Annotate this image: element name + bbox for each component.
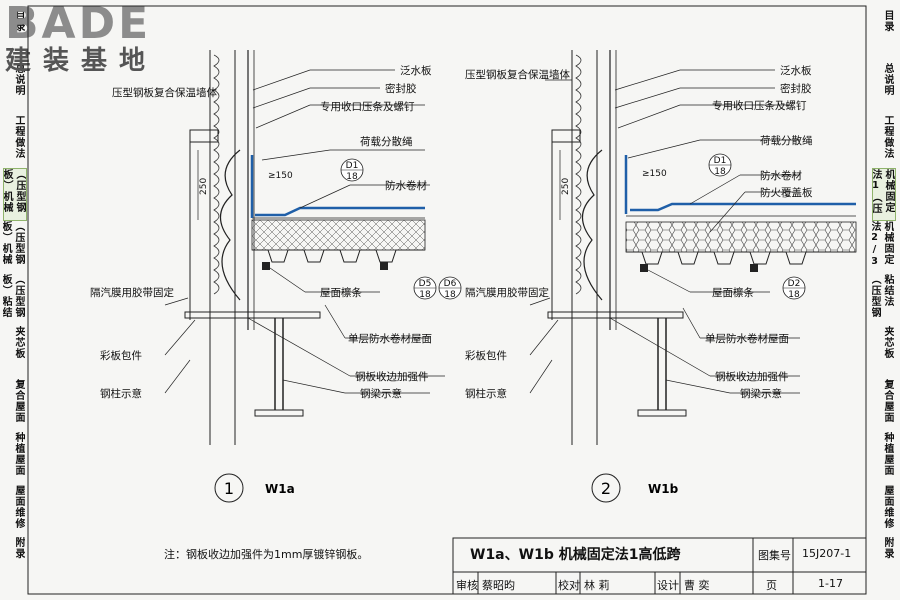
logo-brand: BADE: [5, 0, 152, 49]
right-sidebar-item-6[interactable]: 夹芯板: [882, 326, 893, 360]
label-b-beam: 钢梁示意: [740, 387, 782, 400]
right-sidebar-item-10[interactable]: 附录: [882, 537, 893, 560]
right-sidebar-item-2[interactable]: 工程做法: [882, 115, 893, 160]
dim-min-a: ≥150: [268, 171, 293, 181]
dim-min-b: ≥150: [642, 169, 667, 179]
left-sidebar-item-8[interactable]: 种植屋面: [13, 431, 24, 476]
ref-a1-bottom: 18: [346, 172, 358, 182]
designer-name: 曹 奕: [684, 579, 710, 592]
label-b-column: 钢柱示意: [465, 387, 507, 400]
drawing-note: 注：钢板收边加强件为1mm厚镀锌钢板。: [164, 548, 369, 561]
ref-a2-top: D5: [419, 279, 432, 289]
left-sidebar-item-4[interactable]: （压型钢板）机械固定法2/3: [3, 220, 24, 265]
label-a-wall: 压型钢板复合保温墙体: [112, 86, 217, 99]
check-label: 校对: [558, 579, 580, 592]
detail-a-num: 1: [224, 479, 234, 498]
dim-height-a: 250: [199, 178, 209, 195]
label-b-board: 防火覆盖板: [760, 186, 813, 199]
label-b-sealant: 密封胶: [780, 82, 812, 95]
label-a-vapor: 隔汽膜用胶带固定: [90, 286, 174, 299]
label-a-membrane: 防水卷材: [385, 179, 427, 192]
right-sidebar-item-1[interactable]: 总说明: [882, 62, 893, 96]
left-sidebar-item-1[interactable]: 总说明: [13, 62, 24, 96]
reviewer-name: 蔡昭昀: [482, 579, 515, 592]
left-sidebar-item-10[interactable]: 附录: [13, 537, 24, 560]
label-a-flashing: 泛水板: [400, 64, 432, 77]
left-sidebar-item-3[interactable]: （压型钢板）机械固定法1: [3, 168, 27, 221]
drawing-title: W1a、W1b 机械固定法1高低跨: [470, 547, 681, 563]
label-b-edge: 钢板收边加强件: [715, 370, 789, 383]
label-a-roof: 单层防水卷材屋面: [348, 332, 432, 345]
detail-b-num: 2: [601, 479, 611, 498]
label-a-rope: 荷载分散绳: [360, 135, 413, 148]
right-sidebar-item-5[interactable]: 粘结法（压型钢板）: [872, 273, 893, 318]
checker-name: 林 莉: [584, 579, 610, 592]
detail-a-code: W1a: [265, 482, 295, 496]
label-b-cladding: 彩板包件: [465, 349, 507, 362]
label-b-rope: 荷载分散绳: [760, 134, 813, 147]
ref-b2-bottom: 18: [788, 290, 800, 300]
page-label: 页: [766, 579, 777, 592]
left-sidebar-item-0[interactable]: 目录: [13, 10, 24, 32]
right-sidebar-item-4[interactable]: 机械固定法2/3（压型钢板）: [872, 220, 893, 268]
right-sidebar-item-7[interactable]: 复合屋面: [882, 379, 893, 424]
page-number: 1-17: [818, 577, 843, 590]
right-sidebar-item-8[interactable]: 种植屋面: [882, 431, 893, 476]
label-a-sealant: 密封胶: [385, 82, 417, 95]
detail-b-code: W1b: [648, 482, 679, 496]
label-b-wall: 压型钢板复合保温墙体: [465, 68, 570, 81]
ref-a3-bottom: 18: [444, 290, 456, 300]
ref-a2-bottom: 18: [419, 290, 431, 300]
detail-w1a: 250 ≥150 D1 18: [90, 50, 462, 503]
atlas-number: 15J207-1: [802, 547, 852, 560]
label-b-strip: 专用收口压条及螺钉: [712, 99, 807, 112]
label-a-beam: 钢梁示意: [360, 387, 402, 400]
label-b-membrane: 防水卷材: [760, 169, 802, 182]
label-a-edge: 钢板收边加强件: [355, 370, 429, 383]
label-a-purlin: 屋面檩条: [320, 286, 362, 299]
label-a-strip: 专用收口压条及螺钉: [320, 100, 415, 113]
design-label: 设计: [657, 579, 679, 592]
left-sidebar-item-5[interactable]: （压型钢板）粘结法: [3, 273, 24, 318]
right-sidebar-item-0[interactable]: 目录: [882, 10, 893, 32]
left-sidebar-item-9[interactable]: 屋面维修: [13, 484, 24, 529]
ref-a1-top: D1: [346, 161, 359, 171]
label-b-flashing: 泛水板: [780, 64, 812, 77]
review-label: 审核: [456, 579, 478, 592]
detail-w1b: 250 ≥150 D1 18: [465, 50, 857, 503]
ref-a3-top: D6: [444, 279, 457, 289]
ref-b1-bottom: 18: [714, 167, 726, 177]
label-b-vapor: 隔汽膜用胶带固定: [465, 286, 549, 299]
atlas-label: 图集号: [758, 549, 791, 562]
right-sidebar-item-9[interactable]: 屋面维修: [882, 484, 893, 529]
right-sidebar-item-3[interactable]: 机械固定法1（压型钢板）: [872, 168, 896, 221]
ref-b1-top: D1: [714, 156, 727, 166]
label-a-cladding: 彩板包件: [100, 349, 142, 362]
label-b-roof: 单层防水卷材屋面: [705, 332, 789, 345]
label-a-column: 钢柱示意: [100, 387, 142, 400]
left-sidebar-item-7[interactable]: 复合屋面: [13, 379, 24, 424]
ref-b2-top: D2: [788, 279, 801, 289]
dim-height-b: 250: [561, 178, 571, 195]
label-b-purlin: 屋面檩条: [712, 286, 754, 299]
left-sidebar-item-2[interactable]: 工程做法: [13, 115, 24, 160]
left-sidebar-item-6[interactable]: 夹芯板: [13, 326, 24, 360]
title-block-frame: [452, 537, 867, 595]
